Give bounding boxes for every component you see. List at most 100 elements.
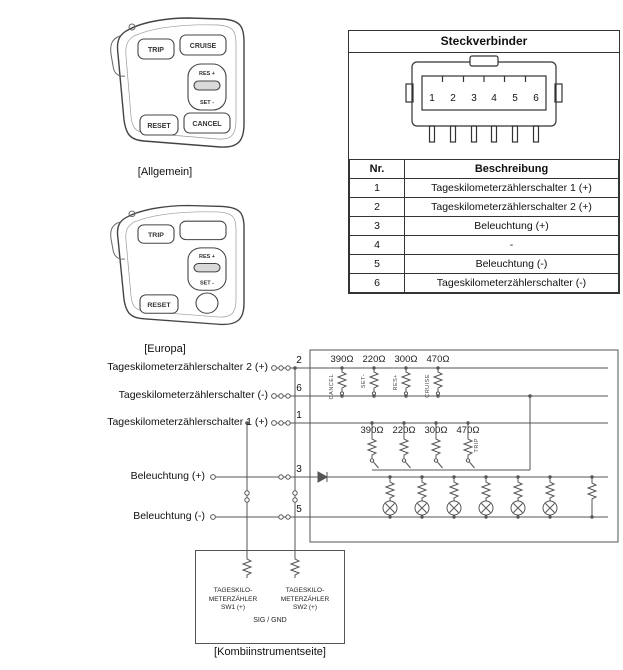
reset-button-label: RESET	[147, 123, 171, 130]
wire-pin-numbers: 2 6 1 3 5	[296, 355, 302, 515]
set-label: SET -	[200, 100, 214, 106]
connector-panel-title: Steckverbinder	[349, 31, 619, 53]
pin-description-table: Nr. Beschreibung 1 Tageskilometerzählers…	[349, 159, 619, 293]
screw-hole	[128, 210, 136, 218]
switch-label-res: RES+	[393, 374, 399, 391]
table-row: 3 Beleuchtung (+)	[349, 216, 619, 236]
trip-button-label: TRIP	[148, 232, 164, 239]
circuit-wiring	[210, 365, 608, 579]
row-nr: 6	[349, 273, 405, 293]
switch-label-set: SET-	[361, 374, 367, 389]
switch-label-trip: TRIP	[474, 438, 480, 453]
wire-label-trip1-plus: Tageskilometerzählerschalter 1 (+)	[107, 416, 268, 428]
cancel-button: CANCEL	[183, 112, 231, 134]
resistor-values-row2: 390Ω 220Ω 300Ω 470Ω	[356, 425, 484, 436]
table-row: 2 Tageskilometerzählerschalter 2 (+)	[349, 197, 619, 217]
cruise-button: CRUISE	[179, 34, 227, 56]
sw1-line1: TAGESKILO-	[213, 587, 253, 594]
table-row: 1 Tageskilometerzählerschalter 1 (+)	[349, 178, 619, 198]
switch-face-outline	[125, 24, 237, 140]
row-nr: 1	[349, 178, 405, 198]
trip-button: TRIP	[137, 224, 175, 244]
connector-pin-leg	[470, 125, 478, 143]
row-desc: Beleuchtung (+)	[404, 216, 619, 236]
switch-label-cancel: CANCEL	[329, 374, 335, 400]
trip-sw1-block: TAGESKILO- METERZÄHLER SW1 (+)	[198, 587, 268, 613]
wire-label-illumination-plus: Beleuchtung (+)	[130, 470, 205, 482]
cruise-button-label: CRUISE	[190, 43, 217, 50]
connector-panel: Steckverbinder 1 2 3 4 5 6	[348, 30, 620, 294]
res-label: RES +	[199, 71, 215, 77]
wire-pin-2: 2	[296, 355, 302, 366]
pin-number-1: 1	[429, 93, 435, 104]
sw1-line2: METERZÄHLER	[208, 595, 258, 603]
trip-button: TRIP	[137, 38, 175, 60]
diode-icon	[317, 471, 329, 483]
connector-pin-leg	[511, 125, 519, 143]
resistor-value: 470Ω	[456, 425, 480, 436]
res-label: RES +	[199, 254, 215, 260]
pin-number-3: 3	[471, 93, 477, 104]
pin-number-5: 5	[512, 93, 518, 104]
row-desc: Tageskilometerzählerschalter (-)	[404, 273, 619, 293]
switch-module-box	[309, 349, 619, 543]
steering-switch-allgemein: TRIP CRUISE RES + SET - RESET CANCEL	[110, 17, 245, 148]
connector-drawing-area: 1 2 3 4 5 6	[349, 53, 619, 159]
sw2-line1: TAGESKILO-	[285, 587, 325, 594]
blank-round-button	[195, 292, 219, 314]
table-row: 4 -	[349, 235, 619, 255]
wire-pin-5: 5	[296, 504, 302, 515]
row-nr: 4	[349, 235, 405, 255]
allgemein-caption: [Allgemein]	[137, 166, 193, 178]
trip-button-label: TRIP	[148, 47, 164, 54]
steering-switch-europa: TRIP RES + SET - RESET	[110, 204, 245, 326]
screw-hole	[128, 23, 136, 31]
cancel-button-label: CANCEL	[192, 121, 222, 128]
instrument-cluster-box: TAGESKILO- METERZÄHLER SW1 (+) TAGESKILO…	[195, 550, 345, 644]
mounting-hook	[110, 221, 126, 260]
resistor-value: 300Ω	[394, 354, 418, 365]
mounting-hook	[110, 35, 126, 77]
switch-face-outline	[125, 211, 237, 318]
reset-button: RESET	[139, 294, 179, 314]
pin-number-2: 2	[450, 93, 456, 104]
wire-pin-6: 6	[296, 383, 302, 394]
connector-lock-tab	[469, 55, 499, 67]
resistor-value: 390Ω	[330, 354, 354, 365]
pin-number-6: 6	[533, 93, 539, 104]
rocker-center	[193, 80, 221, 91]
pin-number-4: 4	[491, 93, 497, 104]
sig-gnd-label: SIG / GND	[253, 617, 287, 624]
reset-button-label: RESET	[147, 302, 171, 309]
wire-label-illumination-minus: Beleuchtung (-)	[133, 510, 205, 522]
connector-pin-leg	[449, 125, 457, 143]
res-set-rocker: RES + SET -	[187, 63, 227, 111]
connector-drawing: 1 2 3 4 5 6	[405, 55, 563, 143]
resistor-values-row1: 390Ω 220Ω 300Ω 470Ω	[326, 354, 454, 365]
blank-button	[179, 220, 227, 241]
resistor-value: 300Ω	[424, 425, 448, 436]
wire-pin-3: 3	[296, 464, 302, 475]
row-desc: Tageskilometerzählerschalter 2 (+)	[404, 197, 619, 217]
resistor-value: 470Ω	[426, 354, 450, 365]
row-desc: Beleuchtung (-)	[404, 254, 619, 274]
reset-button: RESET	[139, 114, 179, 136]
row-nr: 2	[349, 197, 405, 217]
illumination-lamps	[382, 475, 597, 519]
wire-pin-1: 1	[296, 410, 302, 421]
sw2-line3: SW2 (+)	[292, 604, 318, 611]
column-header-beschreibung: Beschreibung	[404, 159, 619, 179]
connector-pin-leg	[532, 125, 540, 143]
sw1-line3: SW1 (+)	[220, 604, 246, 611]
wire-label-trip-minus: Tageskilometerzählerschalter (-)	[118, 389, 268, 401]
switch-label-cruise: CRUISE	[425, 374, 431, 398]
connector-latch-left	[405, 83, 414, 103]
connector-pin-leg	[490, 125, 498, 143]
trip-sw2-block: TAGESKILO- METERZÄHLER SW2 (+)	[270, 587, 340, 613]
resistor-value: 220Ω	[392, 425, 416, 436]
kombiinstrument-caption: [Kombiinstrumentseite]	[214, 646, 326, 658]
row-nr: 3	[349, 216, 405, 236]
sw2-line2: METERZÄHLER	[280, 595, 330, 603]
europa-caption: [Europa]	[144, 343, 186, 355]
